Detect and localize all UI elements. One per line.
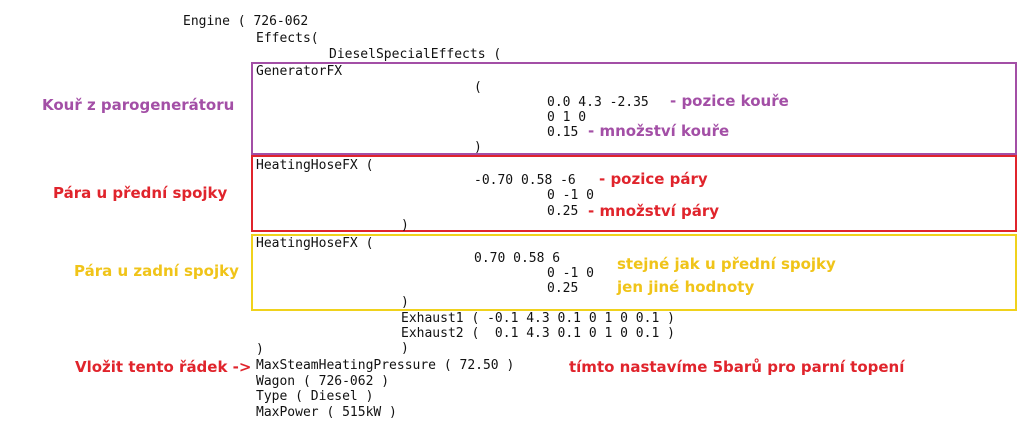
note-rear-different-values: jen jiné hodnoty bbox=[617, 278, 755, 296]
code-line-front-close: ) bbox=[401, 218, 409, 233]
code-line-engine: Engine ( 726-062 bbox=[183, 14, 309, 29]
code-line-max-steam-pressure: MaxSteamHeatingPressure ( 72.50 ) bbox=[256, 358, 515, 373]
code-line-front-position: -0.70 0.58 -6 bbox=[474, 173, 576, 188]
code-line-exhaust1: Exhaust1 ( -0.1 4.3 0.1 0 1 0 0.1 ) bbox=[401, 311, 675, 326]
label-front-coupling-steam: Pára u přední spojky bbox=[53, 184, 228, 202]
note-smoke-amount: - množství kouře bbox=[588, 122, 730, 140]
label-generator-smoke: Kouř z parogenerátoru bbox=[42, 96, 235, 114]
code-line-generator-direction: 0 1 0 bbox=[547, 110, 587, 125]
note-steam-amount: - množství páry bbox=[588, 202, 720, 220]
label-insert-line: Vložit tento řádek -> bbox=[75, 358, 252, 376]
label-rear-coupling-steam: Pára u zadní spojky bbox=[74, 262, 239, 280]
code-line-front-amount: 0.25 bbox=[547, 204, 579, 219]
code-line-effects-close: ) bbox=[401, 341, 409, 356]
code-line-rear-close: ) bbox=[401, 295, 409, 310]
code-line-generator-close: ) bbox=[474, 140, 482, 155]
code-line-rear-direction: 0 -1 0 bbox=[547, 266, 594, 281]
note-pressure-5-bar: tímto nastavíme 5barů pro parní topení bbox=[569, 358, 905, 376]
code-line-rear-amount: 0.25 bbox=[547, 281, 579, 296]
code-line-rear-position: 0.70 0.58 6 bbox=[474, 251, 561, 266]
code-line-max-power: MaxPower ( 515kW ) bbox=[256, 405, 397, 420]
generator-fx-box bbox=[251, 62, 1017, 155]
code-line-diesel-effects: DieselSpecialEffects ( bbox=[329, 47, 502, 62]
code-line-generator-open: ( bbox=[474, 80, 482, 95]
note-rear-same: stejné jak u přední spojky bbox=[617, 255, 836, 273]
code-line-front-hose: HeatingHoseFX ( bbox=[256, 158, 374, 173]
front-hose-box bbox=[251, 155, 1017, 232]
code-line-rear-hose: HeatingHoseFX ( bbox=[256, 236, 374, 251]
code-line-type: Type ( Diesel ) bbox=[256, 389, 374, 404]
code-line-exhaust2: Exhaust2 ( 0.1 4.3 0.1 0 1 0 0.1 ) bbox=[401, 326, 675, 341]
note-steam-position: - pozice páry bbox=[599, 170, 708, 188]
code-line-diesel-close: ) bbox=[256, 342, 264, 357]
code-line-wagon: Wagon ( 726-062 ) bbox=[256, 374, 390, 389]
note-smoke-position: - pozice kouře bbox=[670, 92, 789, 110]
code-line-front-direction: 0 -1 0 bbox=[547, 188, 594, 203]
code-line-generator-position: 0.0 4.3 -2.35 bbox=[547, 95, 649, 110]
code-line-generator-fx: GeneratorFX bbox=[256, 64, 343, 79]
rear-hose-box bbox=[251, 234, 1017, 311]
code-line-effects: Effects( bbox=[256, 31, 319, 46]
code-line-generator-amount: 0.15 bbox=[547, 125, 579, 140]
